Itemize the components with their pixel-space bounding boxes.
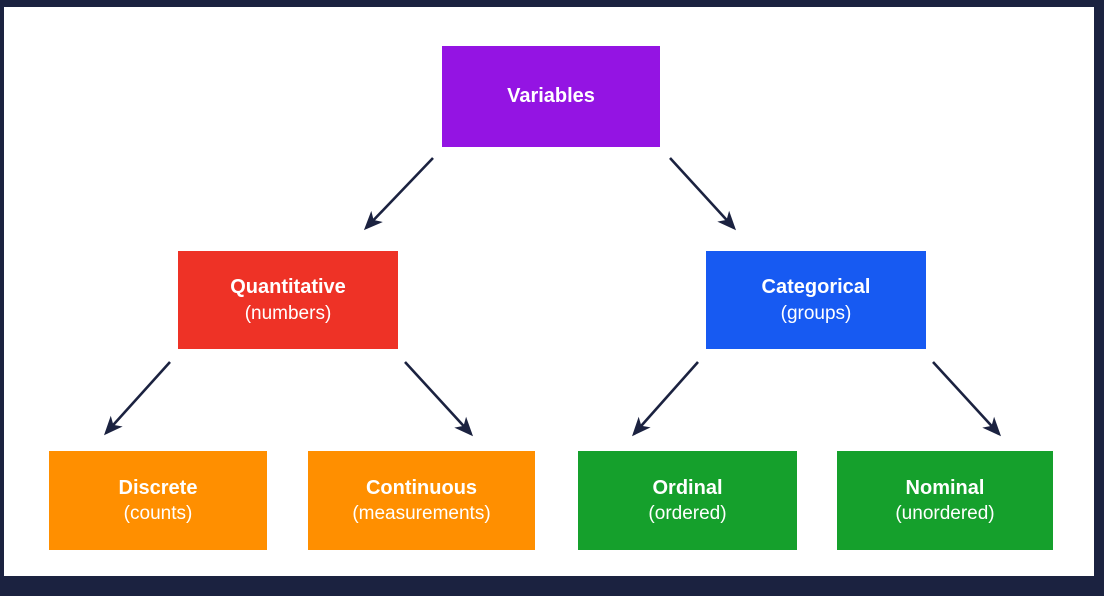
node-continuous-title: Continuous [365,476,478,499]
node-ordinal-title: Ordinal [652,476,723,499]
node-continuous-subtitle: (measurements) [352,503,491,525]
node-nominal-title: Nominal [905,476,985,499]
node-variables: Variables [442,46,660,147]
node-ordinal: Ordinal (ordered) [578,451,797,550]
node-discrete-title: Discrete [118,476,198,499]
node-categorical-title: Categorical [761,276,871,299]
node-variables-title: Variables [507,85,595,108]
node-ordinal-subtitle: (ordered) [648,503,727,525]
node-categorical-subtitle: (groups) [780,302,852,324]
node-quantitative-title: Quantitative [230,276,346,299]
node-quantitative: Quantitative (numbers) [178,251,398,349]
node-discrete: Discrete (counts) [49,451,267,550]
node-discrete-subtitle: (counts) [123,503,193,525]
node-categorical: Categorical (groups) [706,251,926,349]
node-nominal: Nominal (unordered) [837,451,1053,550]
node-quantitative-subtitle: (numbers) [244,302,332,324]
node-continuous: Continuous (measurements) [308,451,535,550]
node-nominal-subtitle: (unordered) [895,503,995,525]
